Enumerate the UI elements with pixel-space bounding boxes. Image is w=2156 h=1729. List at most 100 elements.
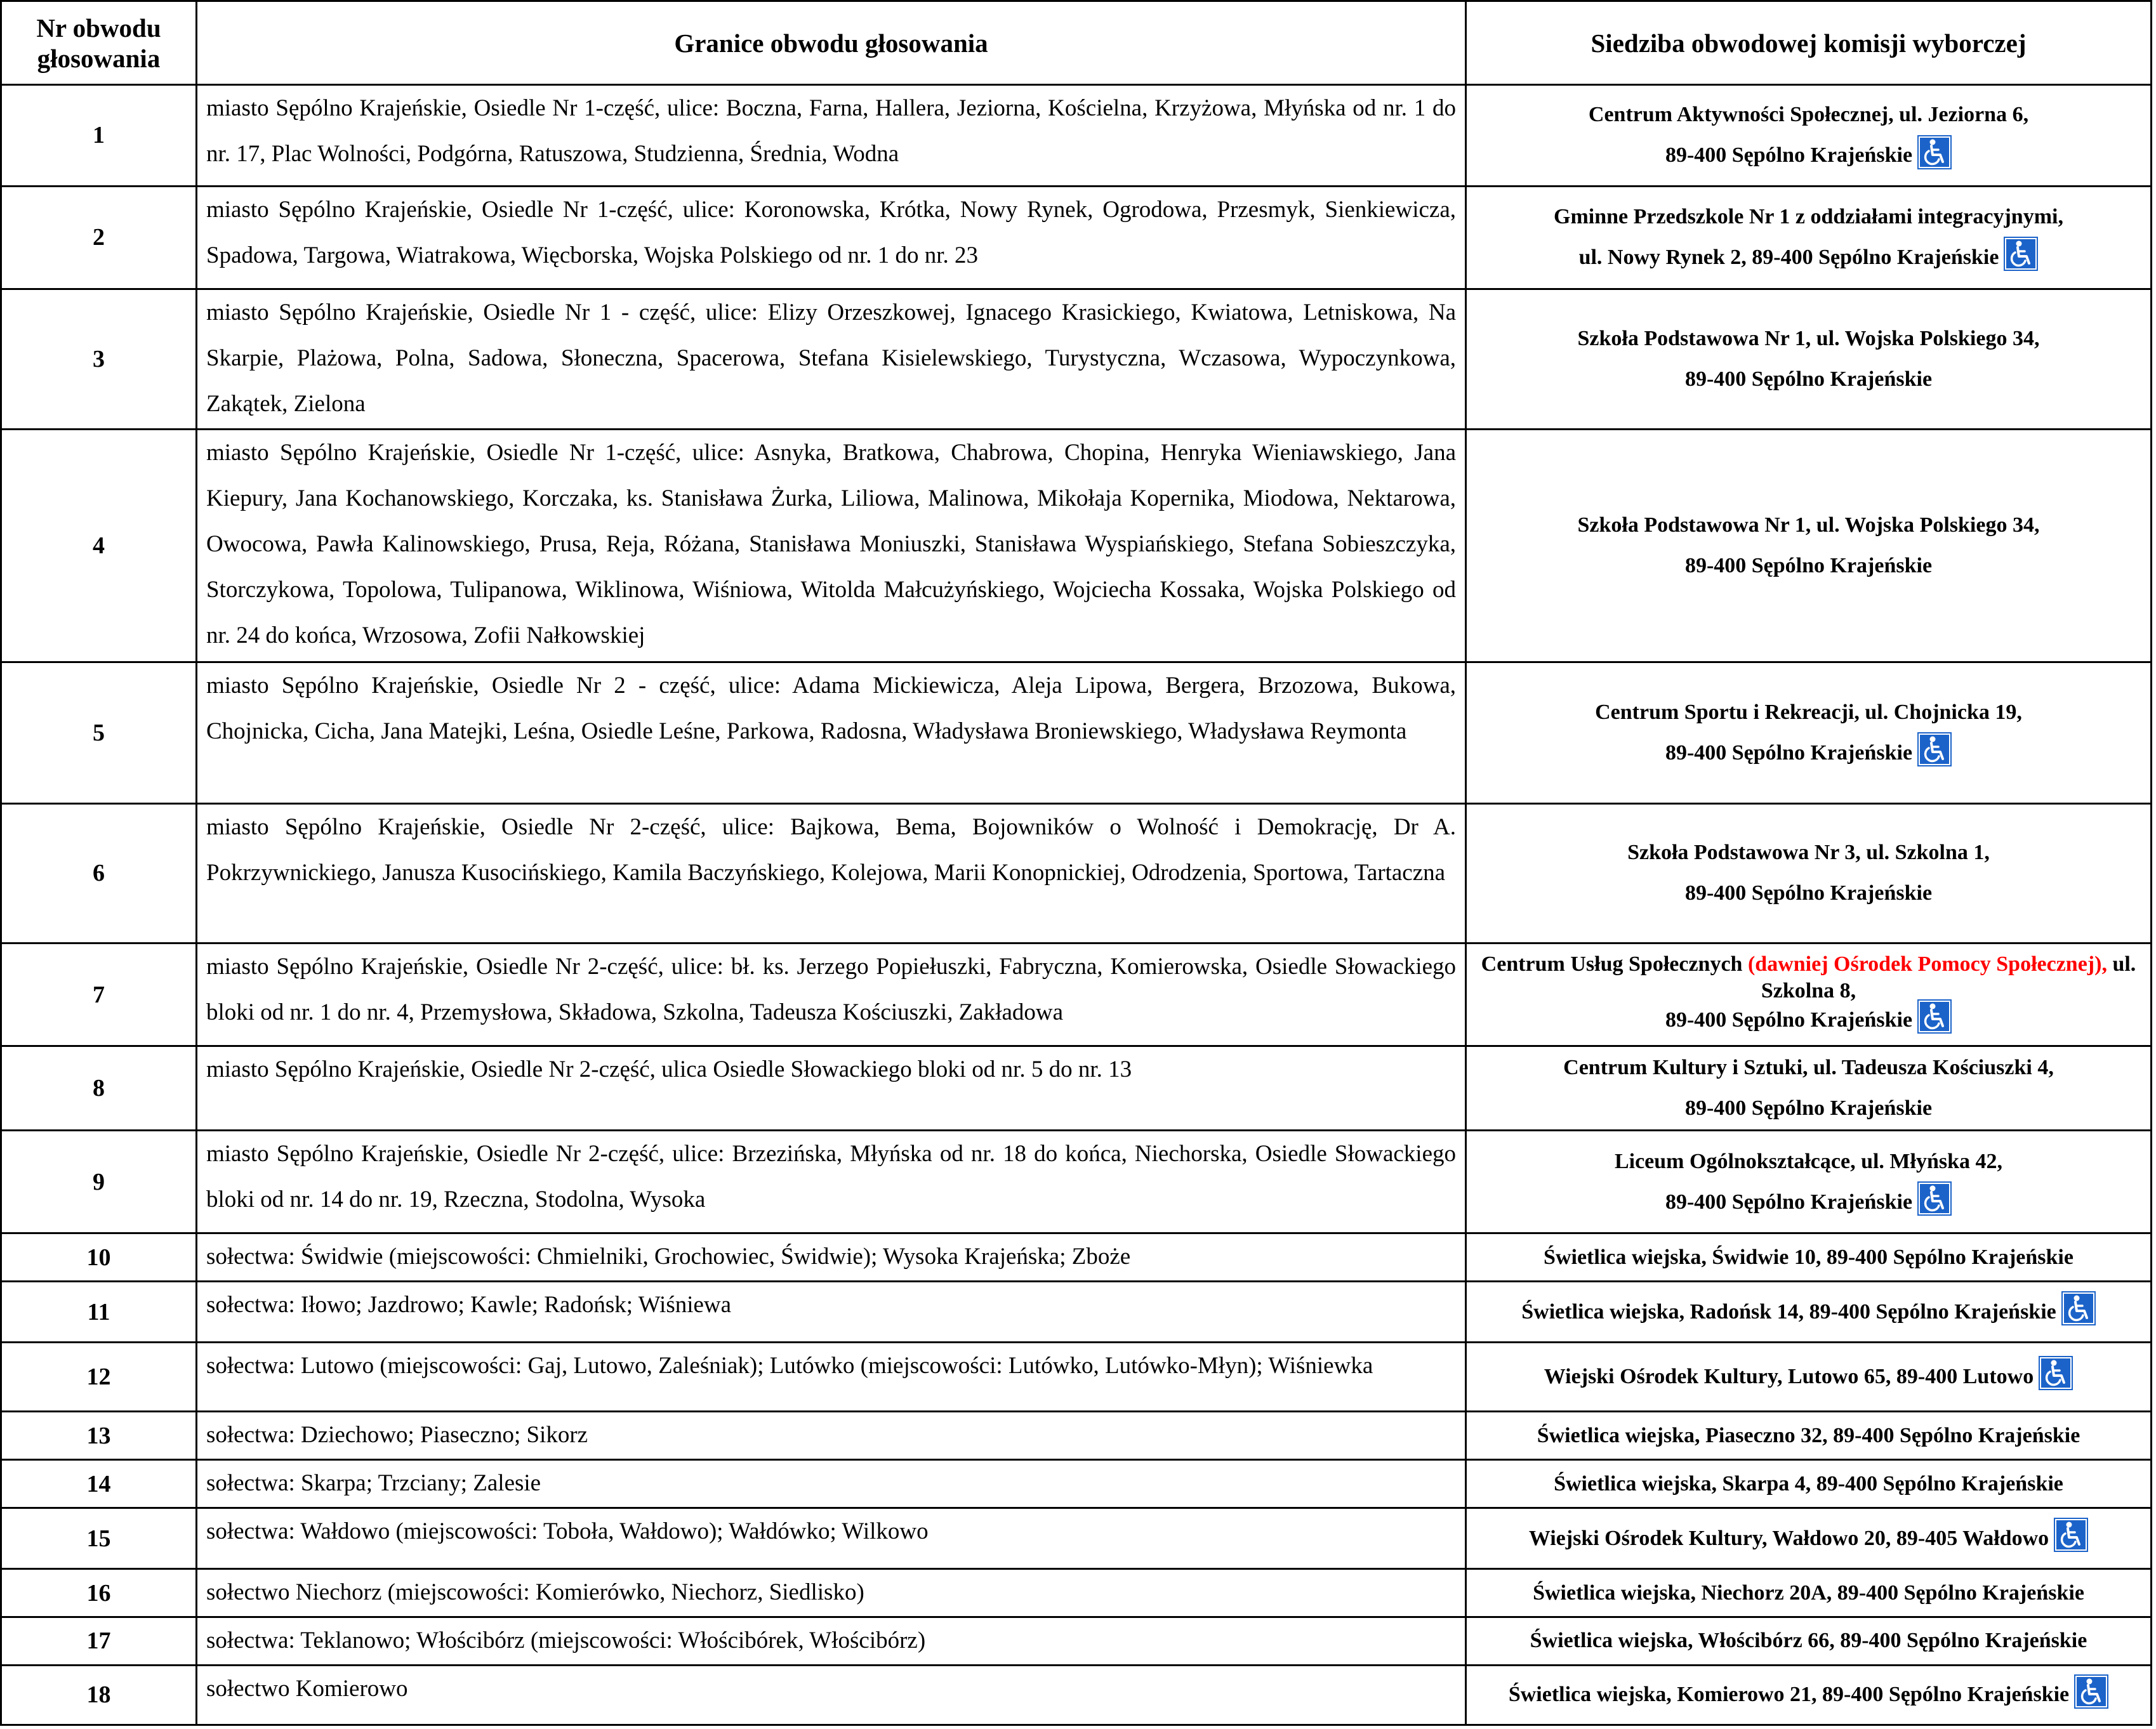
- commission-seat-line: 89-400 Sępólno Krajeńskie: [1665, 740, 1913, 765]
- commission-seat-line: Liceum Ogólnokształcące, ul. Młyńska 42,: [1614, 1149, 2003, 1173]
- wheelchair-accessible-icon: [1917, 1181, 1952, 1216]
- wheelchair-accessible-icon: [2004, 237, 2039, 272]
- commission-seat-line: Centrum Kultury i Sztuki, ul. Tadeusza K…: [1563, 1056, 2054, 1080]
- district-number: 13: [0, 1410, 197, 1461]
- commission-seat: Centrum Aktywności Społecznej, ul. Jezio…: [1465, 84, 2152, 187]
- wheelchair-accessible-icon: [2039, 1356, 2073, 1391]
- district-number: 6: [0, 802, 197, 945]
- commission-seat: Świetlica wiejska, Skarpa 4, 89-400 Sępó…: [1465, 1459, 2152, 1509]
- district-boundaries: sołectwo Niechorz (miejscowości: Komieró…: [195, 1568, 1467, 1618]
- district-boundaries: sołectwa: Dziechowo; Piaseczno; Sikorz: [195, 1410, 1467, 1461]
- commission-seat-line: Szkoła Podstawowa Nr 1, ul. Wojska Polsk…: [1577, 513, 2040, 537]
- commission-seat-street: ul. Szkolna 8,: [1761, 952, 2136, 1003]
- commission-seat-line: Centrum Aktywności Społecznej, ul. Jezio…: [1588, 103, 2029, 127]
- commission-seat: Świetlica wiejska, Piaseczno 32, 89-400 …: [1465, 1410, 2152, 1461]
- commission-seat-line: ul. Nowy Rynek 2, 89-400 Sępólno Krajeńs…: [1578, 246, 1999, 270]
- commission-seat-line: 89-400 Sępólno Krajeńskie: [1684, 367, 1933, 391]
- commission-seat-line: 89-400 Sępólno Krajeńskie: [1684, 1096, 1933, 1121]
- district-number: 12: [0, 1341, 197, 1413]
- commission-seat: Świetlica wiejska, Świdwie 10, 89-400 Sę…: [1465, 1232, 2152, 1283]
- commission-seat-line: Gminne Przedszkole Nr 1 z oddziałami int…: [1554, 205, 2063, 229]
- commission-seat: Centrum Kultury i Sztuki, ul. Tadeusza K…: [1465, 1044, 2152, 1132]
- wheelchair-accessible-icon: [2074, 1674, 2109, 1709]
- header-nr-line-1: Nr obwodu: [36, 13, 161, 43]
- commission-seat: Wiejski Ośrodek Kultury, Lutowo 65, 89-4…: [1465, 1341, 2152, 1413]
- district-boundaries: miasto Sępólno Krajeńskie, Osiedle Nr 2 …: [195, 661, 1467, 805]
- district-boundaries: sołectwa: Wałdowo (miejscowości: Toboła,…: [195, 1507, 1467, 1570]
- district-number: 5: [0, 661, 197, 805]
- commission-seat-line: Wiejski Ośrodek Kultury, Wałdowo 20, 89-…: [1528, 1526, 2049, 1550]
- wheelchair-accessible-icon: [1917, 732, 1952, 767]
- district-number: 2: [0, 185, 197, 290]
- district-number: 3: [0, 287, 197, 431]
- header-nr: Nr obwodu głosowania: [0, 0, 197, 86]
- commission-seat: Centrum Sportu i Rekreacji, ul. Chojnick…: [1465, 661, 2152, 805]
- wheelchair-accessible-icon: [2054, 1517, 2089, 1552]
- district-boundaries: sołectwa: Iłowo; Jazdrowo; Kawle; Radońs…: [195, 1280, 1467, 1344]
- district-number: 4: [0, 428, 197, 664]
- commission-seat: Szkoła Podstawowa Nr 3, ul. Szkolna 1, 89…: [1465, 802, 2152, 945]
- commission-seat-line: Szkoła Podstawowa Nr 1, ul. Wojska Polsk…: [1577, 326, 2040, 350]
- district-boundaries: miasto Sępólno Krajeńskie, Osiedle Nr 1-…: [195, 428, 1467, 664]
- commission-seat-line: 89-400 Sępólno Krajeńskie: [1665, 1190, 1913, 1214]
- district-number: 18: [0, 1664, 197, 1726]
- district-number: 7: [0, 942, 197, 1047]
- district-number: 9: [0, 1129, 197, 1235]
- district-boundaries: miasto Sępólno Krajeńskie, Osiedle Nr 1 …: [195, 287, 1467, 431]
- commission-seat: Gminne Przedszkole Nr 1 z oddziałami int…: [1465, 185, 2152, 290]
- district-boundaries: miasto Sępólno Krajeńskie, Osiedle Nr 2-…: [195, 1044, 1467, 1132]
- district-number: 15: [0, 1507, 197, 1570]
- commission-seat-former-name: (dawniej Ośrodek Pomocy Społecznej),: [1747, 952, 2107, 976]
- header-granice: Granice obwodu głosowania: [195, 0, 1467, 86]
- district-boundaries: miasto Sępólno Krajeńskie, Osiedle Nr 1-…: [195, 84, 1467, 187]
- district-boundaries: miasto Sępólno Krajeńskie, Osiedle Nr 2-…: [195, 1129, 1467, 1235]
- header-row: Nr obwodu głosowania Granice obwodu głos…: [0, 0, 2152, 86]
- district-boundaries: sołectwa: Lutowo (miejscowości: Gaj, Lut…: [195, 1341, 1467, 1413]
- commission-seat-line: Świetlica wiejska, Komierowo 21, 89-400 …: [1508, 1683, 2070, 1707]
- commission-seat-line: Szkoła Podstawowa Nr 3, ul. Szkolna 1,: [1627, 841, 1990, 865]
- commission-seat-line: 89-400 Sępólno Krajeńskie: [1684, 554, 1933, 578]
- commission-seat: Świetlica wiejska, Włościbórz 66, 89-400…: [1465, 1615, 2152, 1666]
- commission-seat: Świetlica wiejska, Radońsk 14, 89-400 Sę…: [1465, 1280, 2152, 1344]
- wheelchair-accessible-icon: [2061, 1291, 2096, 1325]
- district-number: 17: [0, 1615, 197, 1666]
- district-number: 8: [0, 1044, 197, 1132]
- commission-seat-line: Wiejski Ośrodek Kultury, Lutowo 65, 89-4…: [1544, 1365, 2034, 1389]
- commission-seat: Szkoła Podstawowa Nr 1, ul. Wojska Polsk…: [1465, 287, 2152, 431]
- commission-seat: Świetlica wiejska, Niechorz 20A, 89-400 …: [1465, 1568, 2152, 1618]
- commission-seat-line: 89-400 Sępólno Krajeńskie: [1665, 143, 1913, 168]
- header-nr-line-2: głosowania: [37, 43, 161, 73]
- commission-seat-line: Świetlica wiejska, Niechorz 20A, 89-400 …: [1533, 1581, 2084, 1605]
- commission-seat-line: Centrum Sportu i Rekreacji, ul. Chojnick…: [1595, 700, 2022, 724]
- district-boundaries: sołectwa: Skarpa; Trzciany; Zalesie: [195, 1459, 1467, 1509]
- district-boundaries: miasto Sępólno Krajeńskie, Osiedle Nr 2-…: [195, 942, 1467, 1047]
- commission-seat: Szkoła Podstawowa Nr 1, ul. Wojska Polsk…: [1465, 428, 2152, 664]
- district-number: 14: [0, 1459, 197, 1509]
- commission-seat: Świetlica wiejska, Komierowo 21, 89-400 …: [1465, 1664, 2152, 1726]
- district-number: 10: [0, 1232, 197, 1283]
- commission-seat: Wiejski Ośrodek Kultury, Wałdowo 20, 89-…: [1465, 1507, 2152, 1570]
- district-number: 11: [0, 1280, 197, 1344]
- district-boundaries: sołectwa: Świdwie (miejscowości: Chmieln…: [195, 1232, 1467, 1283]
- district-boundaries: sołectwa: Teklanowo; Włościbórz (miejsco…: [195, 1615, 1467, 1666]
- commission-seat: Liceum Ogólnokształcące, ul. Młyńska 42,…: [1465, 1129, 2152, 1235]
- commission-seat-line: Świetlica wiejska, Świdwie 10, 89-400 Sę…: [1544, 1245, 2073, 1269]
- commission-seat-line: Świetlica wiejska, Skarpa 4, 89-400 Sępó…: [1554, 1471, 2063, 1496]
- commission-seat-line: 89-400 Sępólno Krajeńskie: [1684, 881, 1933, 905]
